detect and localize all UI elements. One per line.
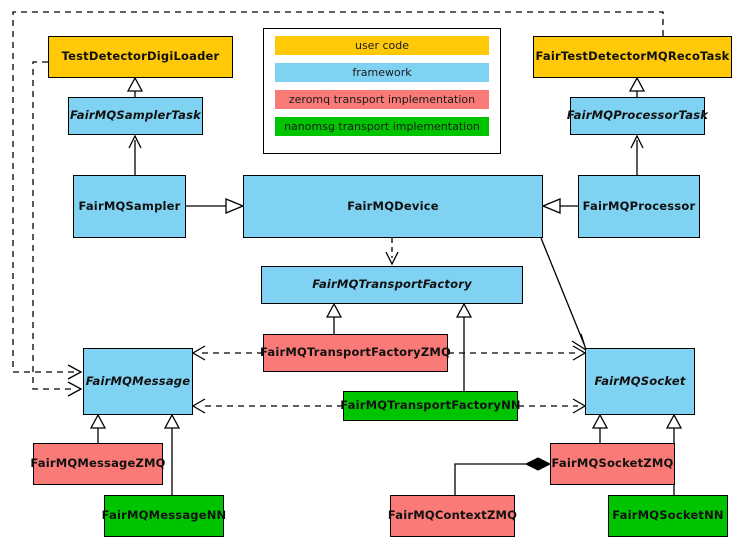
- edge-contextzmq-to-socketzmq: [454, 457, 552, 495]
- edge-factoryzmq-to-factory: [325, 302, 343, 334]
- class-label: FairMQProcessorTask: [566, 108, 709, 123]
- edge-processor-to-device: [541, 198, 578, 214]
- edge-socketzmq-to-socket: [591, 413, 609, 443]
- class-label: FairMQMessageNN: [101, 508, 227, 523]
- class-box-fairmqtransportfactory[interactable]: FairMQTransportFactory: [261, 266, 523, 304]
- class-box-fairmqprocessor[interactable]: FairMQProcessor: [578, 175, 700, 238]
- class-label: FairMQSocket: [594, 373, 686, 388]
- legend-item-nanomsg: nanomsg transport implementation: [275, 117, 489, 136]
- legend-item-zeromq: zeromq transport implementation: [275, 90, 489, 109]
- edge-processortask-to-recotask: [628, 76, 646, 97]
- class-box-fairmqtransportfactorynn[interactable]: FairMQTransportFactoryNN: [340, 391, 521, 421]
- edge-factoryzmq-to-message: [191, 345, 263, 361]
- class-box-fairmqmessage[interactable]: FairMQMessage: [83, 348, 193, 415]
- edge-factorynn-to-socket: [518, 398, 587, 414]
- class-box-fairmqsocketnn[interactable]: FairMQSocketNN: [608, 495, 728, 537]
- legend-label: framework: [352, 66, 412, 79]
- edge-sampler-to-device: [186, 198, 245, 214]
- legend-panel: user code framework zeromq transport imp…: [263, 28, 501, 154]
- class-label: FairMQSampler: [78, 198, 181, 213]
- class-label: FairTestDetectorMQRecoTask: [535, 49, 730, 64]
- class-box-fairmqsampler[interactable]: FairMQSampler: [73, 175, 186, 238]
- class-label: FairMQSocketNN: [612, 508, 724, 523]
- edge-device-to-socket: [540, 237, 588, 352]
- class-box-fairmqsamplertask[interactable]: FairMQSamplerTask: [68, 97, 203, 135]
- legend-label: user code: [354, 39, 410, 52]
- class-box-fairtestdetectormqrecotask[interactable]: FairTestDetectorMQRecoTask: [533, 36, 732, 78]
- class-box-fairmqprocessortask[interactable]: FairMQProcessorTask: [566, 97, 709, 135]
- class-label: FairMQSocketZMQ: [551, 456, 674, 471]
- class-label: FairMQDevice: [347, 198, 439, 213]
- class-label: FairMQTransportFactory: [312, 277, 472, 292]
- class-box-fairmqmessagenn[interactable]: FairMQMessageNN: [101, 495, 227, 537]
- class-box-fairmqcontextzmq[interactable]: FairMQContextZMQ: [387, 495, 518, 537]
- class-label: FairMQContextZMQ: [387, 508, 518, 523]
- class-label: FairMQProcessor: [582, 198, 696, 213]
- edge-sampler-to-samplertask: [128, 134, 142, 175]
- legend-label: zeromq transport implementation: [288, 93, 476, 106]
- class-box-fairmqsocketzmq[interactable]: FairMQSocketZMQ: [550, 443, 675, 485]
- class-label: FairMQMessageZMQ: [30, 456, 166, 471]
- edge-factoryzmq-to-socket: [448, 345, 587, 361]
- class-label: FairMQTransportFactoryZMQ: [260, 345, 452, 360]
- legend-label: nanomsg transport implementation: [284, 120, 480, 133]
- class-label: FairMQSamplerTask: [70, 108, 201, 123]
- legend-item-framework: framework: [275, 63, 489, 82]
- class-label: FairMQTransportFactoryNN: [340, 398, 521, 413]
- class-label: TestDetectorDigiLoader: [61, 49, 220, 64]
- class-label: FairMQMessage: [85, 373, 191, 388]
- class-box-fairmqdevice[interactable]: FairMQDevice: [243, 175, 543, 238]
- edge-device-to-transportfactory: [385, 238, 399, 266]
- edge-messagenn-to-message: [163, 413, 181, 495]
- class-box-fairmqtransportfactoryzmq[interactable]: FairMQTransportFactoryZMQ: [260, 334, 452, 372]
- legend-item-user-code: user code: [275, 36, 489, 55]
- edge-processor-to-processortask: [630, 134, 644, 175]
- edge-samplertask-to-digiloader: [126, 76, 144, 97]
- class-box-fairmqsocket[interactable]: FairMQSocket: [585, 348, 695, 415]
- edge-messagezmq-to-message: [89, 413, 107, 443]
- edge-factorynn-to-message: [191, 398, 343, 414]
- class-box-testdetectordigiloader[interactable]: TestDetectorDigiLoader: [48, 36, 233, 78]
- class-box-fairmqmessagezmq[interactable]: FairMQMessageZMQ: [30, 443, 166, 485]
- edge-factorynn-to-factory: [455, 302, 473, 391]
